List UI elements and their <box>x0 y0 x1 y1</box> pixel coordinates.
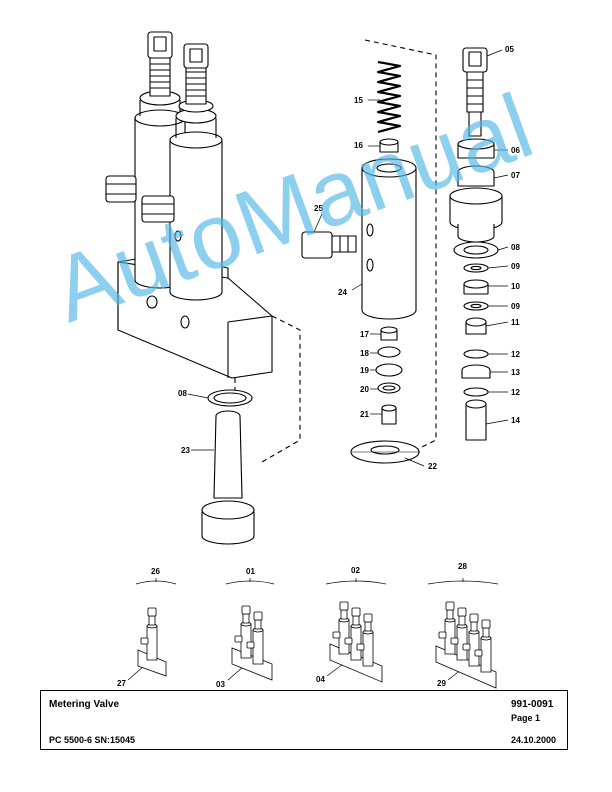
revision-date: 24.10.2000 <box>511 735 557 745</box>
callout-16: 16 <box>354 141 363 150</box>
leader-lines <box>127 49 509 681</box>
callout-12: 12 <box>511 388 520 397</box>
callout-07: 07 <box>511 171 520 180</box>
callout-04: 04 <box>316 675 325 684</box>
callout-28: 28 <box>458 562 467 571</box>
callout-10: 10 <box>511 282 520 291</box>
title-block: Metering Valve 991-0091 Page 1 PC 5500-6… <box>40 690 568 750</box>
callout-08: 08 <box>178 389 187 398</box>
variant-26 <box>137 607 167 677</box>
variant-02 <box>329 601 383 683</box>
callout-02: 02 <box>351 566 360 575</box>
page-number: Page 1 <box>511 713 541 723</box>
callout-19: 19 <box>360 366 369 375</box>
callout-13: 13 <box>511 368 520 377</box>
machine-serial: PC 5500-6 SN:15045 <box>49 735 136 745</box>
callout-11: 11 <box>511 318 520 327</box>
callout-03: 03 <box>216 680 225 689</box>
callout-27: 27 <box>117 679 126 688</box>
callout-05: 05 <box>505 45 514 54</box>
callout-22: 22 <box>428 462 437 471</box>
callout-15: 15 <box>354 96 363 105</box>
callout-24: 24 <box>338 288 347 297</box>
callout-12: 12 <box>511 350 520 359</box>
right-column-parts <box>449 47 503 441</box>
callout-18: 18 <box>360 349 369 358</box>
two-valve-block-assembly <box>105 31 301 545</box>
callout-20: 20 <box>360 385 369 394</box>
callout-25: 25 <box>314 204 323 213</box>
callout-08: 08 <box>511 243 520 252</box>
callout-23: 23 <box>181 446 190 455</box>
callout-06: 06 <box>511 146 520 155</box>
variant-01 <box>231 605 273 681</box>
callout-14: 14 <box>511 416 520 425</box>
callout-17: 17 <box>360 330 369 339</box>
callout-09: 09 <box>511 262 520 271</box>
document-number: 991-0091 <box>511 699 554 710</box>
callout-21: 21 <box>360 410 369 419</box>
callout-09: 09 <box>511 302 520 311</box>
callout-01: 01 <box>246 567 255 576</box>
drawing-title: Metering Valve <box>49 699 120 710</box>
callout-29: 29 <box>437 679 446 688</box>
callout-26: 26 <box>151 567 160 576</box>
middle-column-parts <box>301 39 437 464</box>
variant-28 <box>435 601 497 689</box>
